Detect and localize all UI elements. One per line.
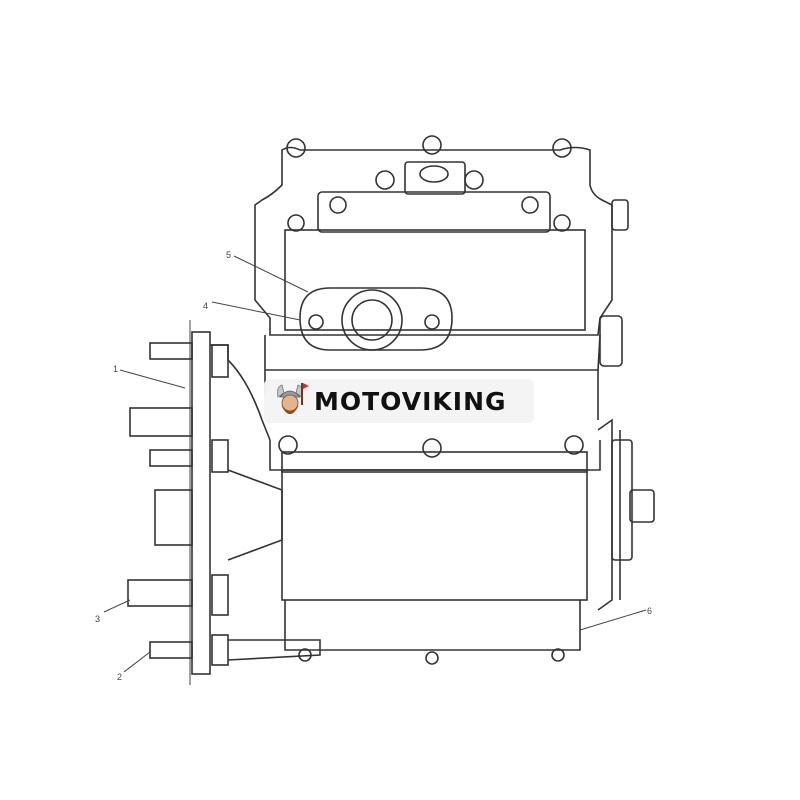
- callout-1: 1: [113, 364, 118, 374]
- callout-6: 6: [647, 606, 652, 616]
- leader-lines: [103, 255, 647, 673]
- crankcase: [269, 418, 655, 665]
- viking-mascot-icon: [277, 383, 309, 414]
- head-bolts: [286, 135, 572, 232]
- callout-3: 3: [95, 614, 100, 624]
- callout-4: 4: [203, 301, 208, 311]
- callout-2: 2: [117, 672, 122, 682]
- cylinder-head: [254, 146, 629, 367]
- brand-name: MOTOVIKING: [314, 386, 507, 416]
- mounting-flange: [127, 320, 321, 685]
- brand-watermark: MOTOVIKING: [264, 379, 534, 423]
- outlet-flange: [299, 287, 453, 351]
- callout-5: 5: [226, 250, 231, 260]
